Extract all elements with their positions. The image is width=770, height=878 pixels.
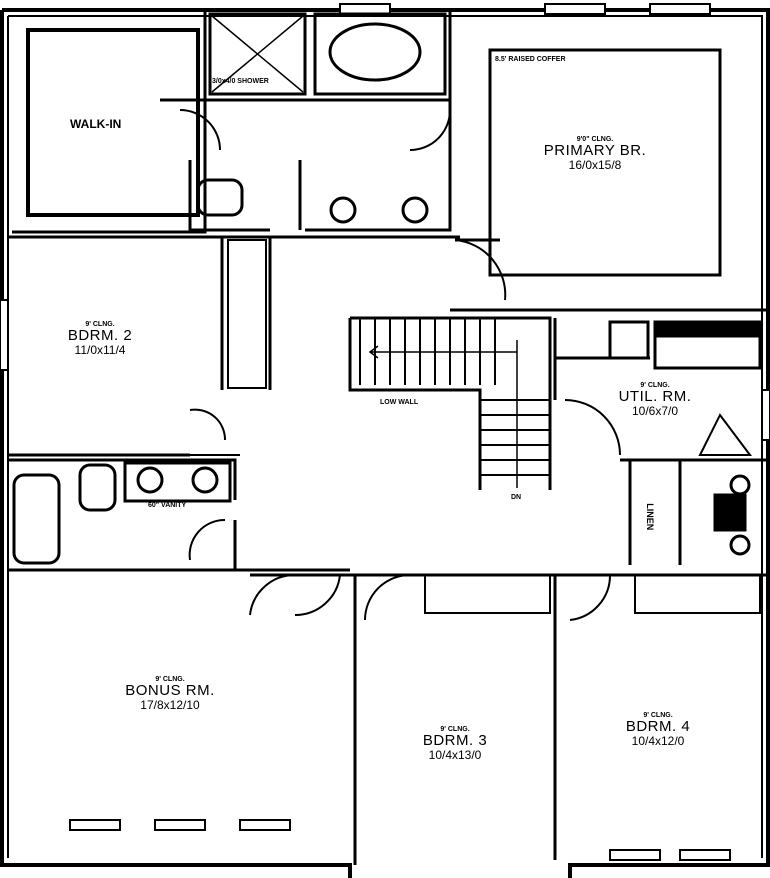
coffer-label: 8.5' RAISED COFFER bbox=[495, 56, 566, 63]
bath-2 bbox=[8, 458, 350, 572]
primary-bath-walls bbox=[160, 12, 452, 232]
walk-in-closet bbox=[12, 12, 207, 234]
ceiling-label: 9' CLNG. bbox=[155, 676, 185, 683]
bedroom-2-walls bbox=[8, 235, 460, 457]
walk-in-label: WALK-IN bbox=[70, 117, 122, 131]
bedroom-3-label: 9' CLNG. BDRM. 3 10/4x13/0 bbox=[395, 726, 515, 762]
room-name: BDRM. 3 bbox=[422, 732, 488, 750]
room-size: 16/0x15/8 bbox=[568, 158, 622, 173]
bonus-room-label: 9' CLNG. BONUS RM. 17/8x12/10 bbox=[110, 676, 230, 712]
room-size: 10/6x7/0 bbox=[631, 404, 679, 419]
bedroom-4-label: 9' CLNG. BDRM. 4 10/4x12/0 bbox=[598, 712, 718, 748]
shower-label: 3/0x4/0 SHOWER bbox=[212, 78, 269, 85]
room-size: 11/0x11/4 bbox=[74, 343, 126, 358]
bathtub bbox=[313, 12, 447, 96]
down-label: DN bbox=[511, 494, 522, 501]
ceiling-label: 9' CLNG. bbox=[643, 712, 673, 719]
lower-rooms bbox=[249, 573, 768, 865]
windows bbox=[0, 3, 770, 861]
stairs bbox=[348, 316, 552, 490]
room-name: BONUS RM. bbox=[125, 682, 215, 700]
low-wall-label: LOW WALL bbox=[380, 399, 419, 406]
ceiling-label: 9' CLNG. bbox=[440, 726, 470, 733]
vanity-label: 60" VANITY bbox=[148, 502, 187, 509]
room-name: BDRM. 4 bbox=[625, 718, 691, 736]
linen-label: LINEN bbox=[645, 503, 656, 531]
utility-room bbox=[553, 318, 768, 565]
ceiling-label: 9' CLNG. bbox=[85, 321, 115, 328]
room-size: 17/8x12/10 bbox=[140, 698, 200, 713]
primary-bedroom-label: 9'0" CLNG. PRIMARY BR. 16/0x15/8 bbox=[520, 136, 670, 172]
room-name: UTIL. RM. bbox=[618, 388, 692, 406]
exterior-walls bbox=[0, 8, 770, 878]
room-size: 10/4x13/0 bbox=[428, 748, 482, 763]
ceiling-label: 9'0" CLNG. bbox=[576, 136, 614, 143]
ceiling-label: 9' CLNG. bbox=[640, 382, 670, 389]
bedroom-2-label: 9' CLNG. BDRM. 2 11/0x11/4 bbox=[40, 321, 160, 357]
shower bbox=[208, 12, 307, 96]
utility-room-label: 9' CLNG. UTIL. RM. 10/6x7/0 bbox=[595, 382, 715, 418]
room-name: PRIMARY BR. bbox=[543, 142, 647, 160]
primary-bedroom bbox=[450, 48, 768, 312]
room-size: 10/4x12/0 bbox=[631, 734, 685, 749]
room-name: BDRM. 2 bbox=[67, 327, 133, 345]
